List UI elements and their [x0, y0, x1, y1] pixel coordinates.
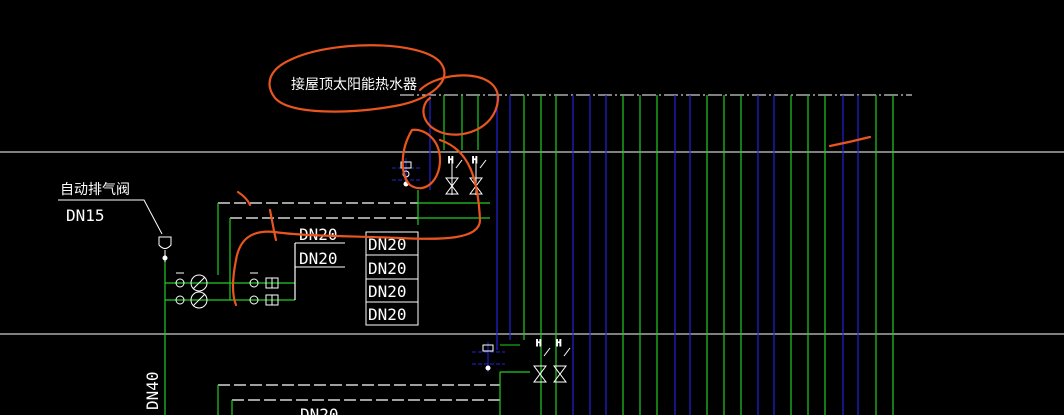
- pipe-label-dn20: DN20: [300, 405, 339, 415]
- pipe-label-dn20: DN20: [368, 235, 407, 254]
- svg-text:H: H: [536, 339, 541, 349]
- pipe-label-dn20: DN20: [368, 282, 407, 301]
- pipe-label-dn20: DN20: [368, 259, 407, 278]
- auto-air-valve: [58, 199, 172, 262]
- annotation-auto-air-valve-size: DN15: [66, 206, 105, 225]
- svg-text:H: H: [472, 156, 477, 166]
- svg-text:H: H: [448, 156, 453, 166]
- markup-dash-right: [828, 135, 872, 148]
- markup-loop-valve: [418, 74, 500, 136]
- pipe-label-dn20: DN20: [299, 249, 338, 268]
- pipe-label-dn20: DN20: [368, 305, 407, 324]
- markup-branch-trace: [231, 138, 482, 307]
- annotation-roof-solar-heater: 接屋顶太阳能热水器: [291, 76, 417, 93]
- pipe-label-stack: [365, 231, 419, 326]
- markup-tick-mid: [268, 208, 278, 242]
- upper-branch-lines: [164, 190, 490, 415]
- svg-text:H: H: [556, 339, 561, 349]
- annotation-riser-size: DN40: [143, 371, 162, 410]
- hand-markup: [231, 44, 872, 307]
- markup-ellipse-annotation: [268, 44, 446, 113]
- left-valve-set: [175, 272, 279, 309]
- lower-branch-lines: [217, 371, 530, 415]
- vertical-risers: [429, 95, 894, 415]
- pipe-label-group-left: [295, 242, 345, 268]
- lower-fixture-cluster: H H: [472, 339, 571, 383]
- annotation-auto-air-valve: 自动排气阀: [60, 182, 130, 198]
- markup-tick-left: [236, 190, 252, 207]
- markup-small-loop: [401, 128, 442, 190]
